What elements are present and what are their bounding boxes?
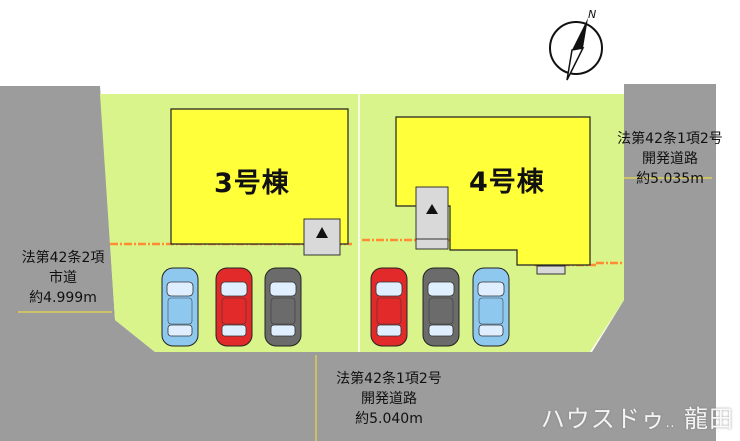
road-right [592,84,716,352]
road-right-type: 法第42条1項2号 [617,131,723,147]
car-icon [161,267,199,347]
building-3-entrance-arrow-icon [316,227,328,238]
road-bottom [0,352,716,441]
building-4-label: 4号棟 [469,167,545,198]
building-4-step [415,238,449,250]
road-bottom-width: 約5.040m [355,411,423,427]
car-icon [215,267,253,347]
building-4-footprint [395,116,591,266]
road-right-width: 約5.035m [636,171,704,187]
building-4-step-rear [536,265,566,275]
watermark-dots: .. [665,416,676,430]
compass-icon [549,18,603,81]
compass-north-label: N [588,8,597,21]
car-icon [422,267,460,347]
watermark: ハウスドゥ.. 龍田 [541,399,734,434]
watermark-text: ハウスドゥ [540,405,666,433]
building-4-entrance-arrow-icon [426,204,438,214]
car-icon [264,267,302,347]
road-left-name: 市道 [49,270,77,286]
parking-cars [161,267,510,347]
road-bottom-type: 法第42条1項2号 [336,371,442,387]
road-left-width: 約4.999m [29,290,97,306]
building-3-label: 3号棟 [214,168,290,199]
building-3-footprint [170,108,349,245]
road-left-type: 法第42条2項 [21,250,105,266]
road-right-name: 開発道路 [642,151,698,167]
road-left-label: 法第42条2項 市道 約4.999m [8,248,118,308]
road-right-label: 法第42条1項2号 開発道路 約5.035m [600,129,740,189]
road-bottom-label: 法第42条1項2号 開発道路 約5.040m [314,369,464,429]
car-icon [370,267,408,347]
setback-lines [18,177,712,441]
watermark-suffix: 龍田 [684,405,734,433]
road-bottom-name: 開発道路 [361,391,417,407]
road-left [0,86,320,352]
car-icon [472,267,510,347]
